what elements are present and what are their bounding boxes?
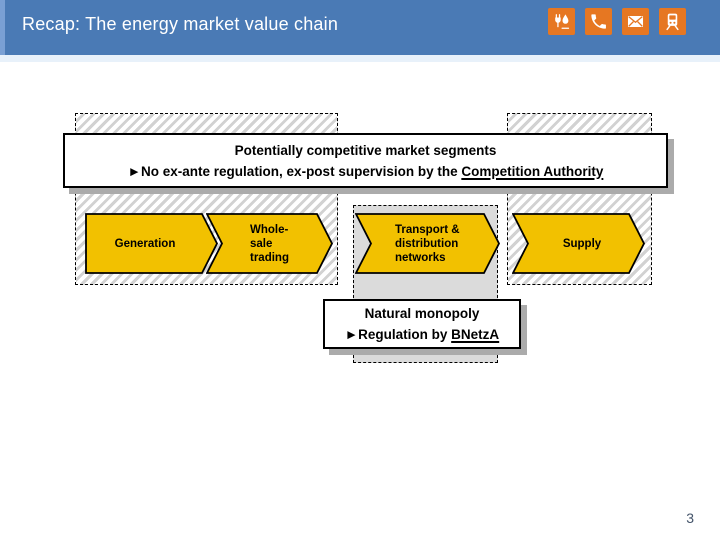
train-icon[interactable] — [659, 8, 686, 35]
chain-step-label: Whole- sale trading — [250, 223, 289, 264]
monopoly-callout-title: Natural monopoly — [364, 306, 480, 321]
phone-icon[interactable] — [585, 8, 612, 35]
header-accent-stripe — [0, 0, 5, 55]
chain-step-transport-distribution: Transport & distribution networks — [355, 213, 501, 274]
competitive-callout-title: Potentially competitive market segments — [234, 142, 497, 158]
chain-step-supply: Supply — [512, 213, 646, 274]
chain-step-wholesale-trading: Whole- sale trading — [206, 213, 334, 274]
page-number: 3 — [686, 510, 694, 526]
monopoly-callout-bullet: ►Regulation by BNetzA — [345, 324, 499, 345]
competition-authority-link[interactable]: Competition Authority — [461, 163, 604, 179]
header-bar: Recap: The energy market value chain — [0, 0, 720, 55]
competitive-segments-callout: Potentially competitive market segments … — [63, 133, 668, 188]
page-title: Recap: The energy market value chain — [22, 14, 339, 34]
bnetza-link[interactable]: BNetzA — [451, 327, 500, 342]
monopoly-bullet-text: ►Regulation by — [344, 327, 452, 342]
chain-step-label: Transport & distribution networks — [395, 223, 460, 264]
competitive-callout-bullet: ►No ex-ante regulation, ex-post supervis… — [128, 161, 604, 182]
natural-monopoly-callout: Natural monopoly ►Regulation by BNetzA — [323, 299, 521, 349]
competitive-bullet-text: ►No ex-ante regulation, ex-post supervis… — [127, 163, 462, 179]
chain-step-generation: Generation — [85, 213, 219, 274]
utilities-icon[interactable] — [548, 8, 575, 35]
mail-icon[interactable] — [622, 8, 649, 35]
header-icon-group — [548, 8, 686, 35]
chain-step-label: Generation — [114, 237, 176, 250]
header-underline — [0, 55, 720, 62]
chain-step-label: Supply — [562, 237, 602, 250]
